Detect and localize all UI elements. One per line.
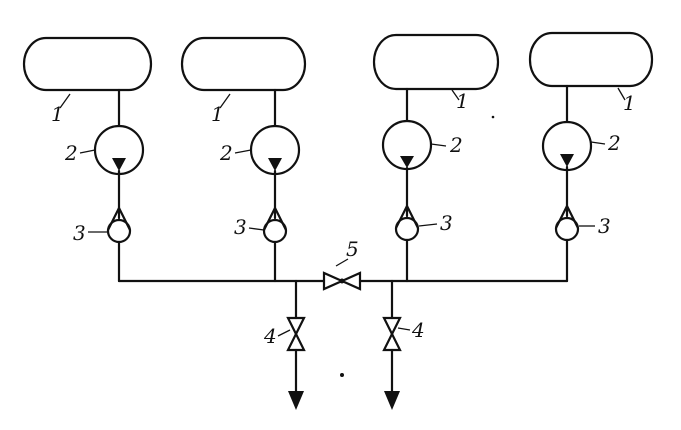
unit-2: 1 2 3 bbox=[180, 36, 307, 283]
label-outlet-valve-left: 4 bbox=[263, 324, 277, 348]
pump-3-arrow-icon bbox=[400, 156, 414, 168]
unit-4: 1 2 3 bbox=[528, 31, 654, 283]
outlet-right: 4 bbox=[382, 279, 425, 410]
outlet-left: 4 bbox=[263, 279, 306, 410]
outlet-right-arrow-icon bbox=[384, 391, 400, 410]
outlet-left-arrow-icon bbox=[288, 391, 304, 410]
label-tank-3: 1 bbox=[456, 89, 469, 113]
scan-speck bbox=[340, 373, 344, 377]
tank-3 bbox=[372, 33, 500, 91]
label-check-3: 3 bbox=[440, 211, 453, 235]
label-pump-1: 2 bbox=[64, 141, 78, 165]
pump-4-arrow-icon bbox=[560, 154, 574, 167]
outlet-valve-right bbox=[382, 316, 402, 352]
label-outlet-valve-right: 4 bbox=[411, 318, 425, 342]
cross-valve-5: 5 bbox=[322, 237, 362, 291]
tank-4 bbox=[528, 31, 654, 88]
label-pump-4: 2 bbox=[607, 131, 621, 155]
pump-2-arrow-icon bbox=[268, 158, 282, 171]
label-check-4: 3 bbox=[598, 214, 611, 238]
tank-1 bbox=[22, 36, 153, 92]
label-cross-valve: 5 bbox=[346, 237, 359, 261]
label-check-1: 3 bbox=[73, 221, 86, 245]
unit-1: 1 2 3 bbox=[22, 36, 153, 283]
label-tank-4: 1 bbox=[623, 91, 636, 115]
pump-1-arrow-icon bbox=[112, 158, 126, 171]
unit-3: 1 2 3 bbox=[372, 33, 500, 283]
tank-2 bbox=[180, 36, 307, 92]
label-pump-3: 2 bbox=[449, 133, 463, 157]
label-check-2: 3 bbox=[234, 215, 247, 239]
scan-speck bbox=[491, 115, 495, 119]
label-pump-2: 2 bbox=[219, 141, 233, 165]
outlet-valve-left bbox=[286, 316, 306, 352]
